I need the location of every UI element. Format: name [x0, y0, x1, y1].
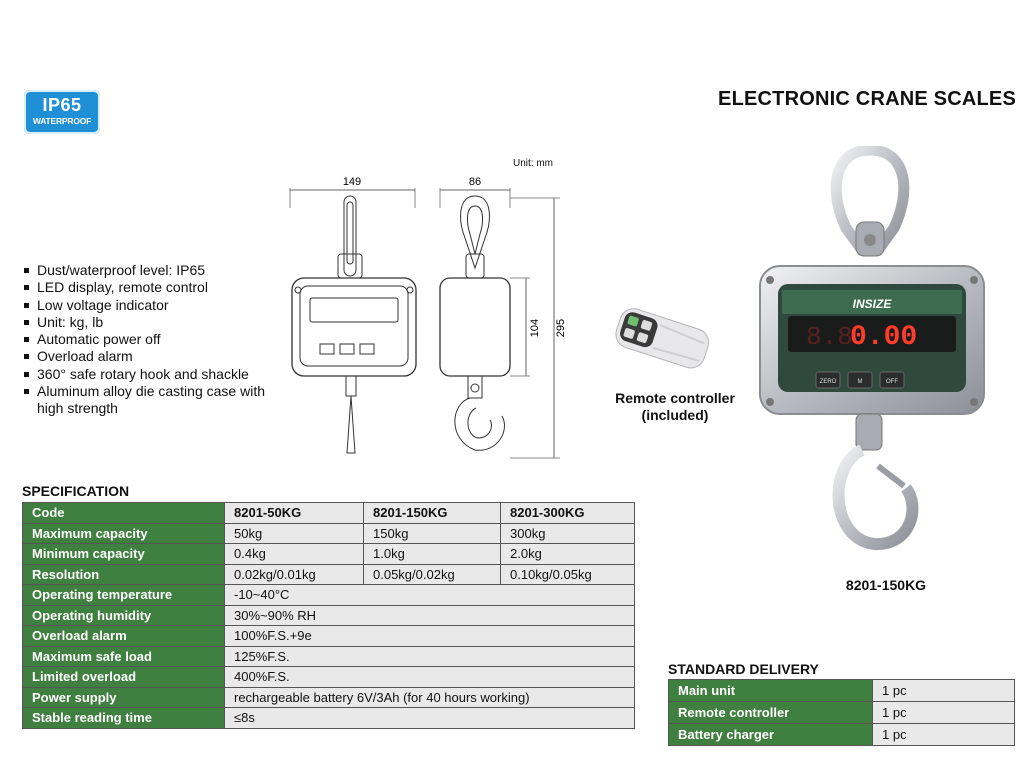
spec-label: Code [22, 502, 225, 524]
remote-caption-line1: Remote controller [615, 390, 735, 406]
page-title: ELECTRONIC CRANE SCALES [718, 88, 1016, 110]
crane-scale-image: INSIZE 8.8 0.00 ZERO M OFF [759, 146, 985, 550]
table-row: Limited overload 400%F.S. [22, 666, 635, 688]
spec-label: Limited overload [22, 666, 225, 688]
feature-item: Automatic power off [22, 331, 292, 348]
spec-value: 400%F.S. [224, 666, 635, 688]
spec-value: 1.0kg [363, 543, 501, 565]
spec-value: 2.0kg [500, 543, 635, 565]
spec-value: 0.05kg/0.02kg [363, 563, 501, 585]
dim-width-label: 149 [343, 176, 361, 188]
spec-value: 30%~90% RH [224, 604, 635, 626]
feature-item: Unit: kg, lb [22, 314, 292, 331]
drawing-unit-label: Unit: mm [513, 158, 553, 169]
spec-label: Maximum safe load [22, 645, 225, 667]
table-row: Remote controller 1 pc [668, 701, 1015, 724]
product-caption: 8201-150KG [845, 577, 927, 593]
spec-label: Minimum capacity [22, 543, 225, 565]
delivery-label: Battery charger [668, 723, 873, 746]
specification-heading: SPECIFICATION [22, 483, 130, 499]
spec-value: 50kg [224, 522, 364, 544]
zero-button-label: ZERO [820, 379, 837, 385]
feature-item: Overload alarm [22, 348, 292, 365]
feature-item: Aluminum alloy die casting case with hig… [22, 383, 292, 418]
remote-caption-line2: (included) [641, 407, 709, 423]
spec-code-cell: 8201-150KG [363, 502, 501, 524]
table-row: Code 8201-50KG 8201-150KG 8201-300KG [22, 502, 635, 524]
feature-item: Dust/waterproof level: IP65 [22, 262, 292, 279]
standard-delivery-table: Main unit 1 pc Remote controller 1 pc Ba… [668, 679, 1015, 746]
badge-ip65-text: IP65 [42, 95, 82, 115]
spec-value: 100%F.S.+9e [224, 625, 635, 647]
spec-label: Stable reading time [22, 707, 225, 729]
delivery-value: 1 pc [872, 701, 1015, 724]
m-button-label: M [858, 379, 863, 385]
feature-list: Dust/waterproof level: IP65 LED display,… [22, 262, 292, 418]
table-row: Power supply rechargeable battery 6V/3Ah… [22, 686, 635, 708]
table-row: Minimum capacity 0.4kg 1.0kg 2.0kg [22, 543, 635, 565]
technical-drawing: 149 86 104 295 [289, 176, 567, 459]
table-row: Operating humidity 30%~90% RH [22, 604, 635, 626]
spec-code-cell: 8201-300KG [500, 502, 635, 524]
table-row: Operating temperature -10~40°C [22, 584, 635, 606]
spec-value: 300kg [500, 522, 635, 544]
spec-label: Operating humidity [22, 604, 225, 626]
delivery-value: 1 pc [872, 679, 1015, 702]
spec-value: 125%F.S. [224, 645, 635, 667]
led-dim-digits: 8.8 [806, 322, 853, 352]
spec-value: -10~40°C [224, 584, 635, 606]
off-button-label: OFF [886, 379, 898, 385]
spec-value: 0.02kg/0.01kg [224, 563, 364, 585]
spec-value: ≤8s [224, 707, 635, 729]
delivery-value: 1 pc [872, 723, 1015, 746]
table-row: Stable reading time ≤8s [22, 707, 635, 729]
standard-delivery-heading: STANDARD DELIVERY [668, 661, 819, 677]
table-row: Main unit 1 pc [668, 679, 1015, 702]
led-display-value: 0.00 [850, 322, 917, 353]
badge-waterproof-text: WATERPROOF [32, 116, 92, 126]
table-row: Maximum capacity 50kg 150kg 300kg [22, 522, 635, 544]
spec-value: 0.4kg [224, 543, 364, 565]
table-row: Overload alarm 100%F.S.+9e [22, 625, 635, 647]
spec-label: Overload alarm [22, 625, 225, 647]
spec-value: 150kg [363, 522, 501, 544]
spec-label: Maximum capacity [22, 522, 225, 544]
dim-total-height-label: 295 [555, 319, 567, 337]
delivery-label: Main unit [668, 679, 873, 702]
table-row: Resolution 0.02kg/0.01kg 0.05kg/0.02kg 0… [22, 563, 635, 585]
feature-item: Low voltage indicator [22, 297, 292, 314]
remote-controller-image [615, 308, 710, 369]
brand-logo-text: INSIZE [853, 297, 893, 311]
ip65-waterproof-badge: IP65 WATERPROOF [24, 90, 100, 134]
spec-code-cell: 8201-50KG [224, 502, 364, 524]
feature-item: LED display, remote control [22, 279, 292, 296]
feature-item: 360° safe rotary hook and shackle [22, 366, 292, 383]
spec-label: Resolution [22, 563, 225, 585]
table-row: Maximum safe load 125%F.S. [22, 645, 635, 667]
spec-label: Power supply [22, 686, 225, 708]
table-row: Battery charger 1 pc [668, 723, 1015, 746]
dim-depth-label: 86 [469, 176, 481, 188]
specification-table: Code 8201-50KG 8201-150KG 8201-300KG Max… [22, 502, 635, 729]
delivery-label: Remote controller [668, 701, 873, 724]
spec-label: Operating temperature [22, 584, 225, 606]
spec-value: 0.10kg/0.05kg [500, 563, 635, 585]
remote-caption: Remote controller (included) [600, 390, 750, 424]
dim-body-height-label: 104 [529, 319, 541, 337]
spec-value: rechargeable battery 6V/3Ah (for 40 hour… [224, 686, 635, 708]
